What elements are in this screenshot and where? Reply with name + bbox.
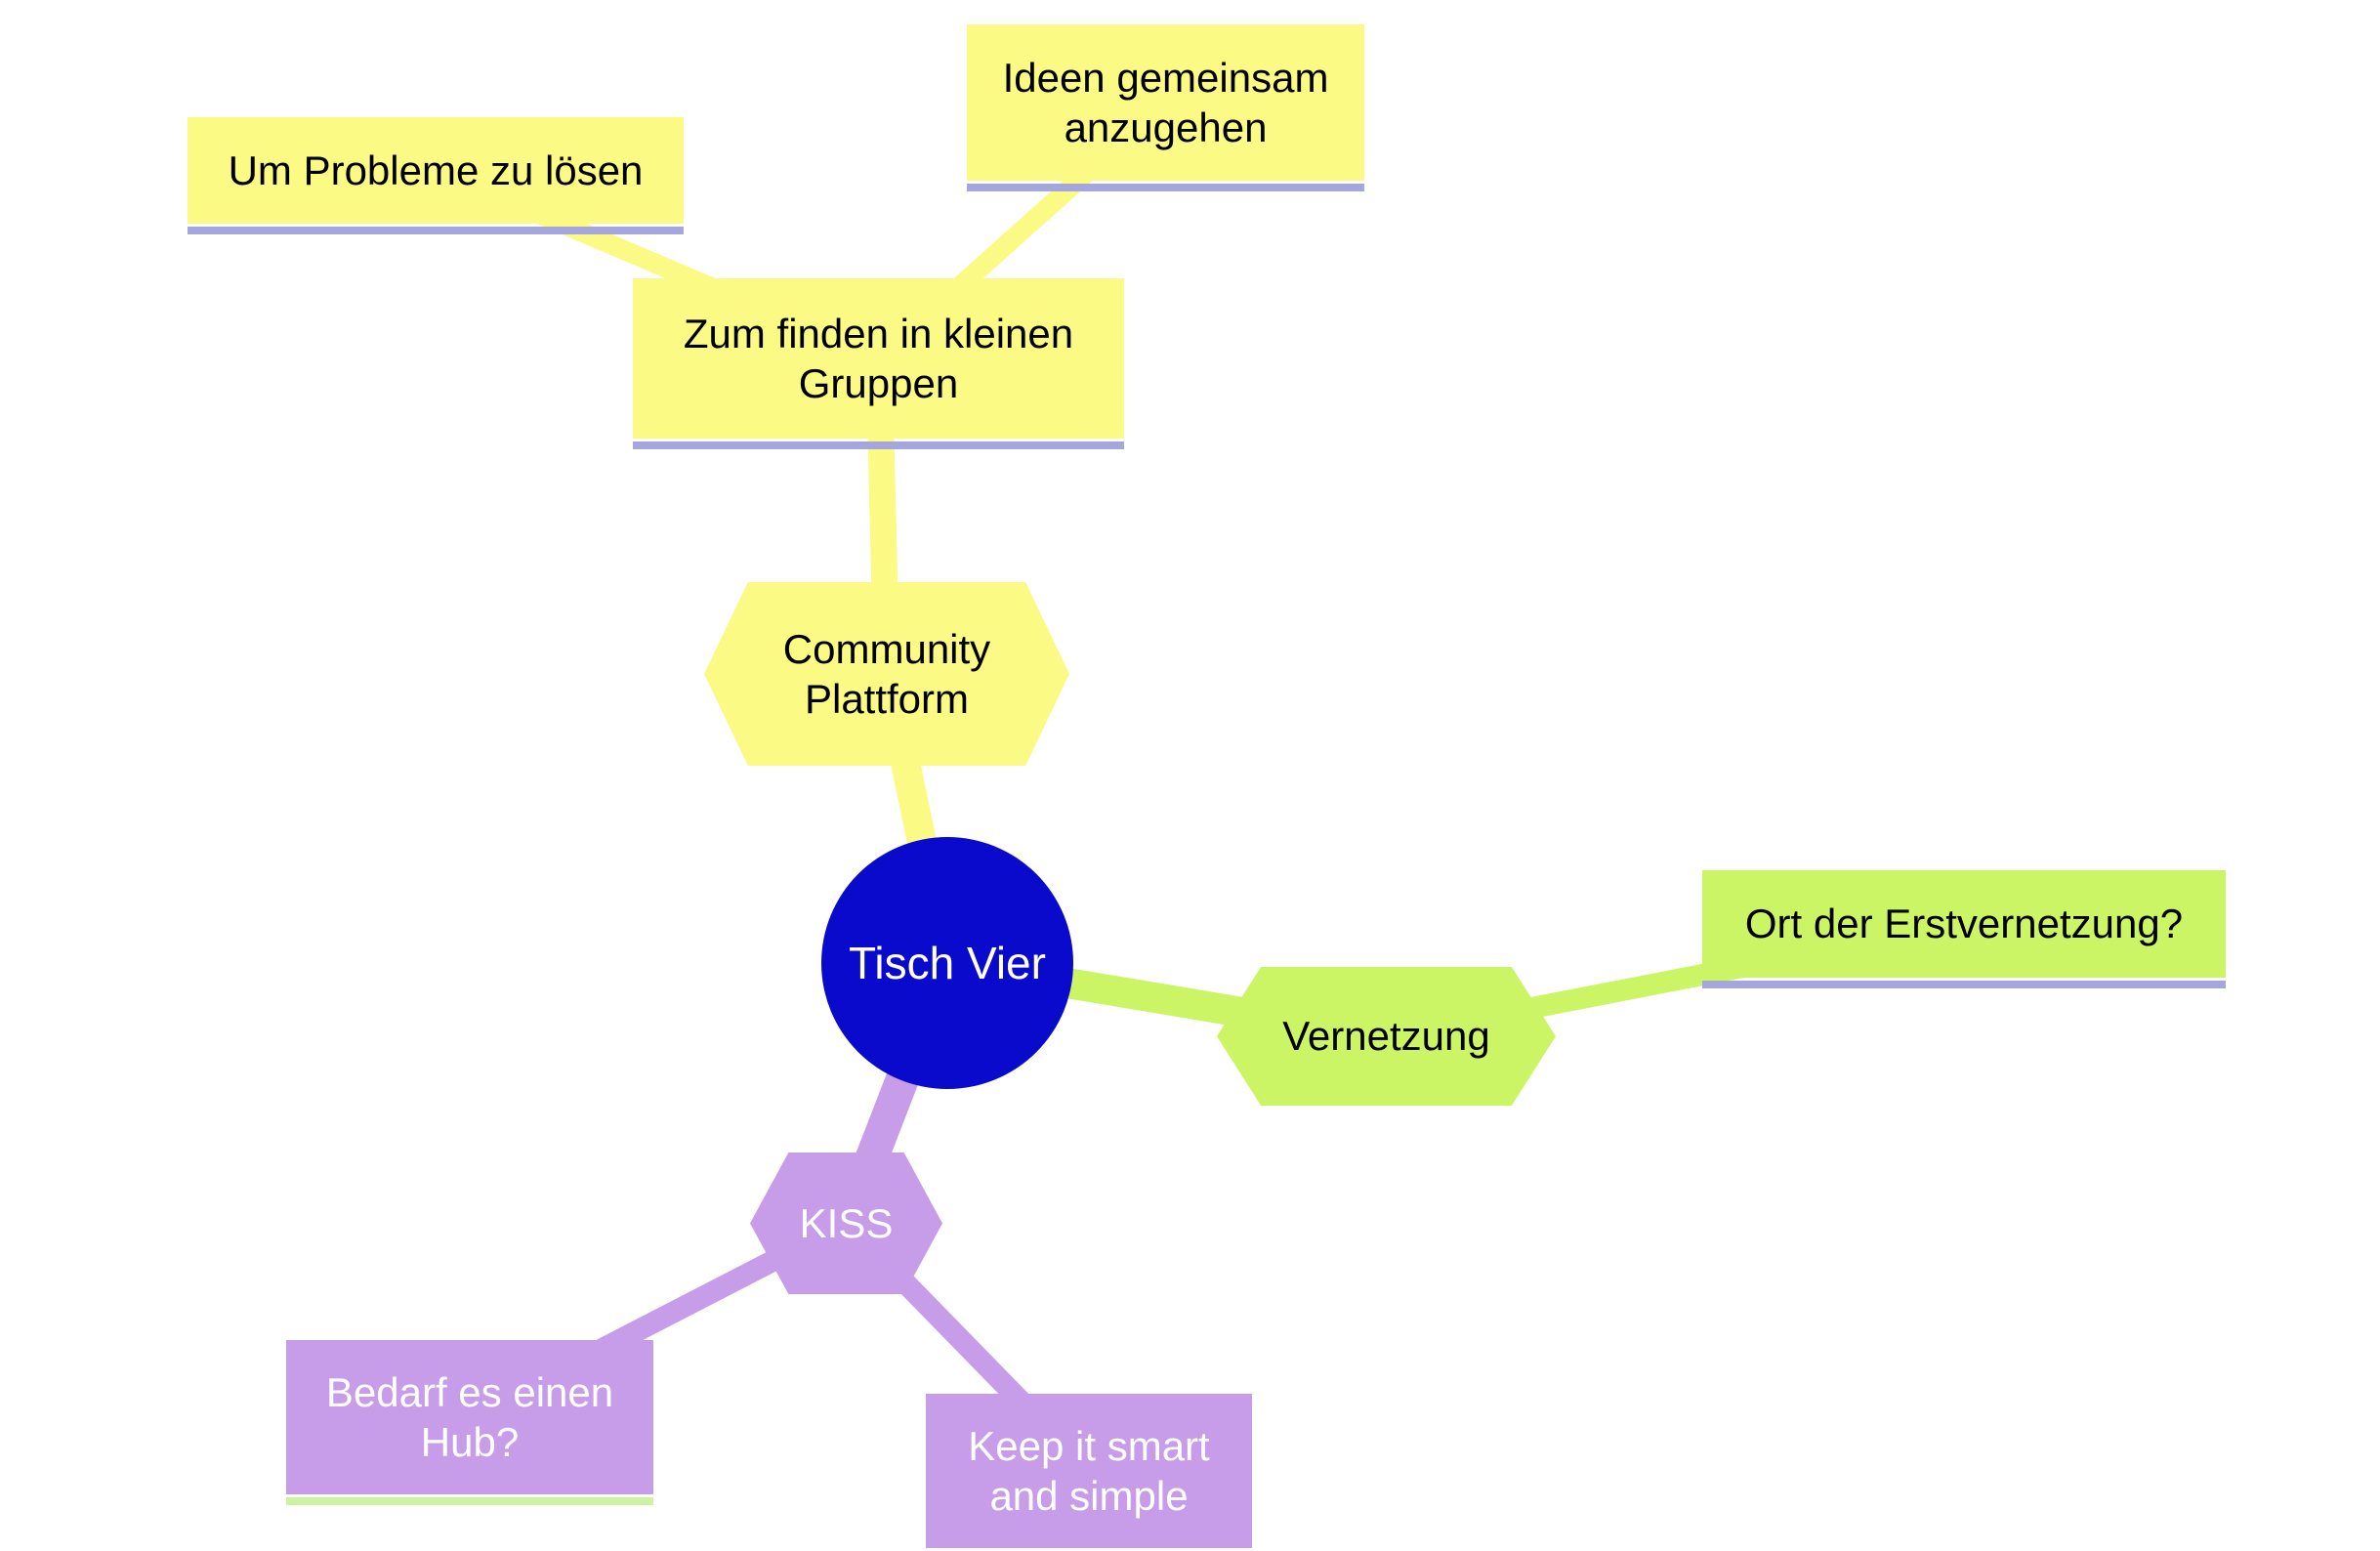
node-ort-der-erstvernetzung-underline — [1702, 981, 2226, 988]
node-ideen[interactable]: Ideen gemeinsam anzugehen — [967, 24, 1364, 191]
node-um-probleme-label: Um Probleme zu lösen — [228, 147, 644, 193]
node-vernetzung[interactable]: Vernetzung — [1217, 967, 1556, 1106]
node-zum-finden-label: Zum finden in kleinen Gruppen — [683, 310, 1074, 406]
node-ort-der-erstvernetzung[interactable]: Ort der Erstvernetzung? — [1702, 870, 2226, 988]
node-ideen-underline — [967, 184, 1364, 191]
node-bedarf-hub[interactable]: Bedarf es einen Hub? — [286, 1340, 653, 1505]
node-community-plattform-label: Community Plattform — [782, 625, 991, 722]
node-zum-finden[interactable]: Zum finden in kleinen Gruppen — [633, 278, 1124, 449]
node-ideen-label: Ideen gemeinsam anzugehen — [1002, 54, 1329, 150]
node-vernetzung-label: Vernetzung — [1282, 1013, 1490, 1060]
node-bedarf-hub-underline — [286, 1497, 653, 1505]
node-keep-it-smart-label: Keep it smart and simple — [968, 1422, 1210, 1519]
node-kiss[interactable]: KISS — [750, 1153, 942, 1294]
node-zum-finden-underline — [633, 441, 1124, 449]
node-kiss-label: KISS — [799, 1199, 894, 1246]
node-community-plattform[interactable]: Community Plattform — [704, 582, 1069, 766]
node-bedarf-hub-label: Bedarf es einen Hub? — [325, 1368, 614, 1465]
node-um-probleme[interactable]: Um Probleme zu lösen — [188, 117, 684, 234]
node-ort-der-erstvernetzung-label: Ort der Erstvernetzung? — [1744, 901, 2184, 947]
node-tisch-vier[interactable]: Tisch Vier — [821, 837, 1073, 1089]
node-um-probleme-underline — [188, 227, 684, 234]
node-tisch-vier-label: Tisch Vier — [849, 938, 1046, 988]
node-keep-it-smart[interactable]: Keep it smart and simple — [926, 1394, 1252, 1548]
